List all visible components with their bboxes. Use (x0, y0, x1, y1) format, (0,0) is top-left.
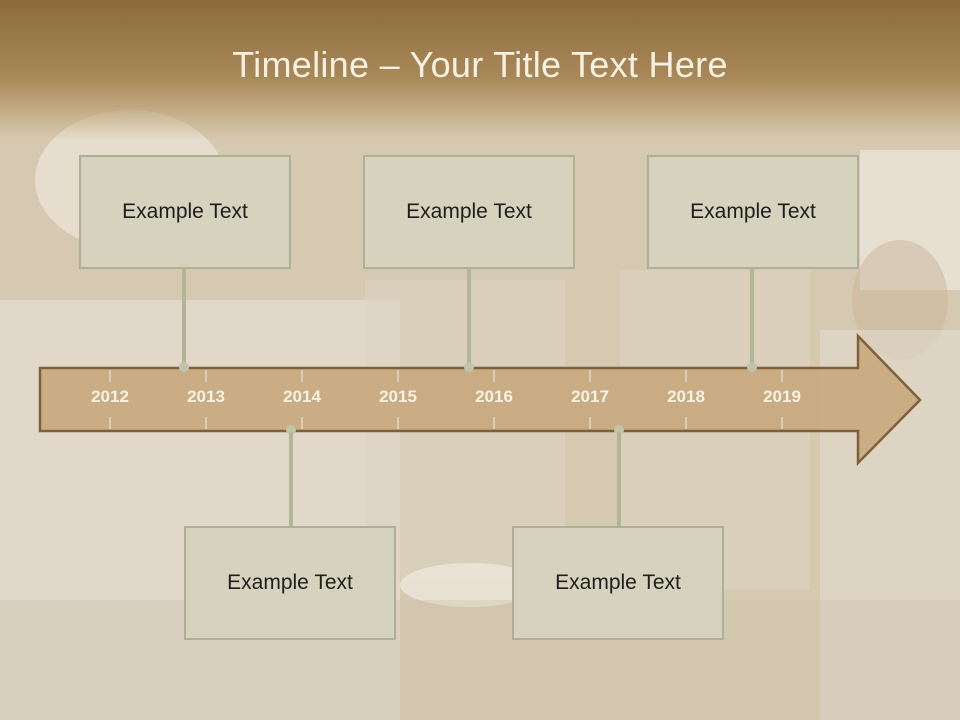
year-label: 2015 (379, 387, 417, 406)
year-ticks (109, 370, 783, 429)
event-box-top-2[interactable]: Example Text (363, 155, 575, 269)
slide-title: Timeline – Your Title Text Here (232, 44, 728, 85)
connector-dot-bottom-2 (614, 425, 624, 435)
year-label: 2018 (667, 387, 705, 406)
event-box-bottom-2[interactable]: Example Text (512, 526, 724, 640)
year-label: 2012 (91, 387, 129, 406)
event-box-top-3[interactable]: Example Text (647, 155, 859, 269)
event-box-bottom-1[interactable]: Example Text (184, 526, 396, 640)
connector-dot-top-2 (464, 362, 474, 372)
connector-dot-bottom-1 (286, 425, 296, 435)
year-label: 2014 (283, 387, 321, 406)
connector-dot-top-3 (747, 362, 757, 372)
year-label: 2019 (763, 387, 801, 406)
timeline-arrow (38, 332, 922, 467)
year-label: 2013 (187, 387, 225, 406)
event-box-top-1[interactable]: Example Text (79, 155, 291, 269)
year-label: 2017 (571, 387, 609, 406)
year-label: 2016 (475, 387, 513, 406)
connector-dot-top-1 (179, 362, 189, 372)
header-band (0, 0, 960, 140)
